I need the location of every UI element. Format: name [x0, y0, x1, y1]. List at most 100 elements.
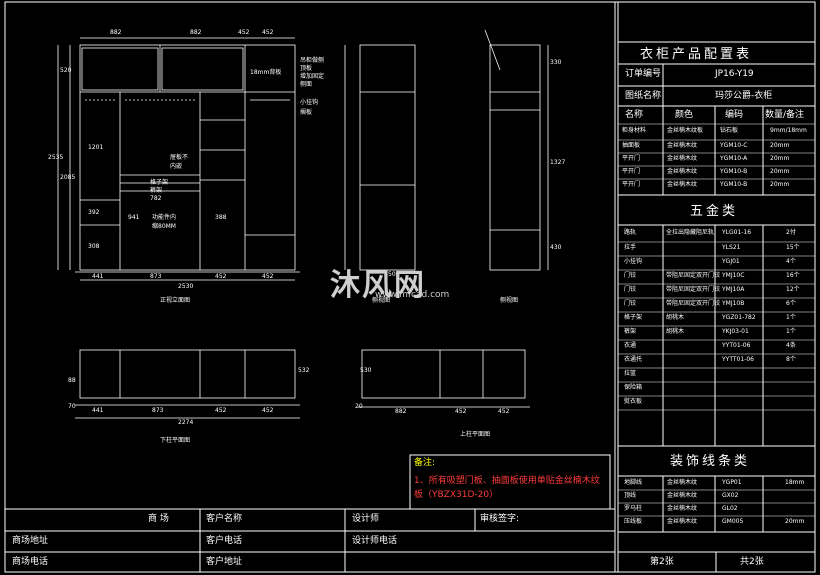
callout-13: 缩80MM	[152, 223, 176, 230]
hardware-row-cell: 全拉出隐藏阻尼轨	[666, 229, 715, 236]
sheet-number: 第2张	[650, 557, 674, 567]
order-value: JP16-Y19	[715, 69, 754, 79]
dim-misc-12: 88	[68, 377, 76, 384]
trim-row-cell: GL02	[722, 505, 738, 512]
dim-height-2: 2085	[60, 174, 76, 181]
config-row-cell: 金丝楠木纹	[667, 155, 698, 162]
trim-row-cell: 20mm	[785, 518, 805, 525]
plan-dim-2: 873	[152, 407, 164, 414]
hardware-row-cell: 16个	[786, 272, 800, 279]
footer-store: 商 场	[148, 514, 169, 524]
front-view-title: 正视立面图	[160, 297, 191, 304]
hardware-row-cell: YGJ01	[722, 258, 740, 265]
callout-11: 裤架	[150, 187, 163, 194]
watermark-url: www.mfcad.com	[375, 290, 450, 300]
config-row-cell: 金丝楠木纹	[667, 142, 698, 149]
plan-total: 2274	[178, 419, 194, 426]
hardware-row-cell: YMJ10A	[722, 286, 745, 293]
hardware-row-cell: 拉篮	[624, 370, 637, 377]
hardware-row-cell: 8个	[786, 356, 796, 363]
dim-misc-1: 1201	[88, 144, 104, 151]
hardware-row-cell: YYT01-06	[722, 342, 751, 349]
callout-2: 顶板	[300, 65, 313, 72]
dim-misc-2: 392	[88, 209, 100, 216]
hardware-row-cell: 4条	[786, 342, 796, 349]
footer-client-addr: 客户地址	[206, 557, 243, 567]
config-row-cell: 20mm	[770, 155, 790, 162]
footer-client-name: 客户名称	[206, 514, 243, 524]
footer-review: 审核签字:	[480, 514, 520, 524]
hardware-title: 五金类	[690, 204, 739, 219]
hardware-row-cell: 路轨	[624, 229, 637, 236]
plan-dim-3: 452	[215, 407, 227, 414]
dim-misc-8: 330	[550, 59, 562, 66]
dim-misc-11: 530	[360, 367, 372, 374]
table-title: 衣柜产品配置表	[640, 47, 753, 62]
top-plan-dim-1: 882	[395, 408, 407, 415]
upper-plan-title: 上柱平面图	[460, 431, 491, 438]
hardware-row-cell: 带阻尼固定双开门铰	[666, 300, 721, 307]
hardware-row-cell: YMJ10B	[722, 300, 745, 307]
trim-row-cell: 金丝楠木纹	[667, 505, 698, 512]
hardware-row-cell: YMJ10C	[722, 272, 745, 279]
plan-dim-1: 441	[92, 407, 104, 414]
hardware-row-cell: 15个	[786, 244, 800, 251]
hardware-row-cell: 格子架	[624, 314, 643, 321]
hardware-row-cell: 带阻尼固定双开门铰	[666, 272, 721, 279]
trim-row-cell: 金丝楠木纹	[667, 479, 698, 486]
footer-store-phone: 商场电话	[12, 557, 49, 567]
hardware-row-cell: 1个	[786, 314, 796, 321]
dim-top-2: 882	[190, 29, 202, 36]
hardware-row-cell: 熨衣板	[624, 398, 643, 405]
col-header-qty: 数量/备注	[765, 110, 805, 120]
config-row-cell: YGM10-C	[720, 142, 748, 149]
config-row-cell: 金丝楠木纹	[667, 181, 698, 188]
trim-row-cell: 压线板	[624, 518, 643, 525]
footer-store-addr: 商场地址	[12, 536, 49, 546]
hardware-row-cell: 门铰	[624, 272, 637, 279]
drawing-label: 图纸名称	[625, 91, 662, 101]
config-row-cell: YGM10-A	[720, 155, 748, 162]
hardware-row-cell: YKJ03-01	[722, 328, 749, 335]
hardware-row-cell: 带阻尼固定双开门铰	[666, 286, 721, 293]
dim-height-1: 520	[60, 67, 72, 74]
callout-3: 18mm背板	[250, 69, 282, 76]
hardware-row-cell: 2付	[786, 229, 796, 236]
dim-misc-14: 20	[355, 403, 363, 410]
trim-row-cell: GX02	[722, 492, 739, 499]
col-header-name: 名称	[625, 110, 644, 120]
watermark-brand: 沐风网	[330, 268, 426, 303]
config-row-cell: 柜身材料	[622, 127, 647, 134]
order-label: 订单编号	[625, 69, 662, 79]
hardware-row-cell: 1个	[786, 328, 796, 335]
config-row-cell: 金丝楠木纹	[667, 168, 698, 175]
config-row-cell: 20mm	[770, 168, 790, 175]
dim-misc-9: 430	[550, 244, 562, 251]
callout-7: 搁板	[300, 109, 313, 116]
sheet-total: 共2张	[740, 557, 764, 567]
dim-bottom-1: 441	[92, 273, 104, 280]
hardware-row-cell: 衣通托	[624, 356, 643, 363]
hardware-row-cell: 裤架	[624, 328, 637, 335]
dim-bottom-4: 452	[262, 273, 274, 280]
hardware-row-cell: 12个	[786, 286, 800, 293]
callout-6: 小挂钩	[300, 99, 319, 106]
trim-row-cell: 金丝楠木纹	[667, 492, 698, 499]
dim-misc-10: 500	[388, 271, 400, 278]
dim-misc-4: 941	[128, 214, 140, 221]
inner-side-title: 侧视图	[500, 297, 519, 304]
hardware-row-cell: 拉手	[624, 244, 637, 251]
callout-8: 屉板不	[170, 154, 189, 161]
top-plan-dim-3: 452	[498, 408, 510, 415]
dim-misc-13: 70	[68, 403, 76, 410]
hardware-row-cell: 门铰	[624, 286, 637, 293]
dim-top-1: 882	[110, 29, 122, 36]
hardware-row-cell: YGZ01-782	[722, 314, 756, 321]
callout-1: 吊柜做侧	[300, 57, 325, 64]
trim-row-cell: GM005	[722, 518, 744, 525]
lower-plan-title: 下柱平面图	[160, 437, 191, 444]
dim-bottom-2: 873	[150, 273, 162, 280]
hardware-row-cell: 4个	[786, 258, 796, 265]
